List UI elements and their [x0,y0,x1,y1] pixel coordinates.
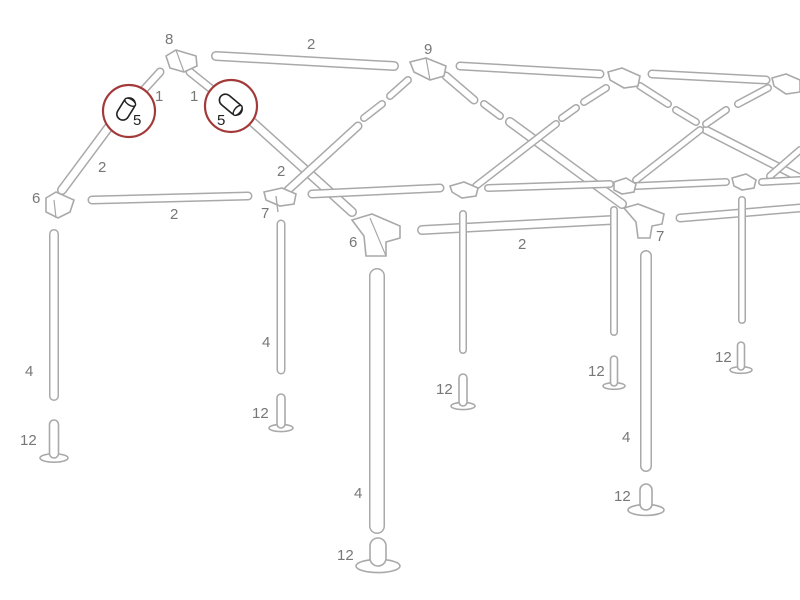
side-connector-back-3 [731,173,757,191]
frame-tube [417,215,617,235]
callout-12-5: 12 [588,363,605,380]
foot-plates [39,341,753,574]
side-connector-back-1 [448,181,479,199]
frame-tube [647,69,771,85]
frame-tube [505,117,627,209]
frame-tube [307,183,445,199]
callout-5-left: 5 [133,112,141,129]
frame-tube [632,126,704,184]
frame-tube [734,84,772,108]
frame-tube [758,176,800,186]
peak-connector-back-1 [607,67,641,89]
frame-tube [283,121,363,195]
callout-labels: 8 9 1 1 5 5 2 2 2 2 2 6 6 7 7 4 4 4 4 12… [20,31,732,564]
callout-2-left-eave: 2 [170,206,178,223]
callout-7-left: 7 [261,205,269,222]
callout-1-right: 1 [190,88,198,105]
callout-12-3: 12 [337,547,354,564]
frame-tubes [49,51,800,534]
frame-tube [185,67,215,93]
frame-tube [580,84,610,106]
frame-tube [558,104,580,122]
foot-plate [729,341,753,375]
callout-1-left: 1 [155,88,163,105]
side-connector-7-right [622,203,665,239]
frame-tube [766,146,800,180]
callout-12-2: 12 [252,405,269,422]
peak-connector-9 [408,57,447,81]
peak-connector-8 [165,49,198,73]
callout-9: 9 [424,41,432,58]
frame-tube [702,106,730,128]
callout-4-right: 4 [622,429,630,446]
callout-12-4: 12 [436,381,453,398]
callout-12-1: 12 [20,432,37,449]
foot-plate [268,393,294,433]
callout-6-front: 6 [349,234,357,251]
foot-plate [450,373,476,411]
callout-4-left: 4 [25,363,33,380]
callout-7-right: 7 [656,228,664,245]
corner-connector-6-front [350,213,401,257]
side-connector-7-left [263,187,297,213]
connectors [45,49,800,257]
frame-tube [480,100,504,120]
frame-tube [211,51,399,71]
callout-6-left: 6 [32,190,40,207]
peak-connector-back-2 [771,73,800,95]
foot-plate [627,483,665,517]
foot-plate [39,419,69,463]
frame-tube [672,106,700,126]
side-connector-back-2 [613,177,637,195]
callout-2-top: 2 [307,36,315,53]
frame-tube [386,76,412,100]
callout-2-mid-rafter: 2 [277,163,285,180]
frame-tube [243,113,357,217]
callout-12-6: 12 [715,349,732,366]
frame-tube [455,61,605,79]
callout-12-7: 12 [614,488,631,505]
callout-2-left-rafter: 2 [98,159,106,176]
callout-4-front: 4 [354,485,362,502]
callout-5-right: 5 [217,112,225,129]
callout-8: 8 [165,31,173,48]
frame-tube [484,180,614,192]
frame-tube [636,82,672,108]
frame-tube [360,100,386,122]
frame-tube [441,71,479,105]
foot-plate [602,355,626,391]
frame-tube [87,191,253,205]
callout-4-mid: 4 [262,334,270,351]
highlight-right [203,78,259,134]
frame-tube [701,125,800,183]
corner-connector-6-left [45,191,75,219]
frame-tube [472,120,560,190]
highlight-left [101,83,157,139]
callout-2-front-eave: 2 [518,236,526,253]
frame-tube [632,178,730,190]
foot-plate [355,537,401,574]
